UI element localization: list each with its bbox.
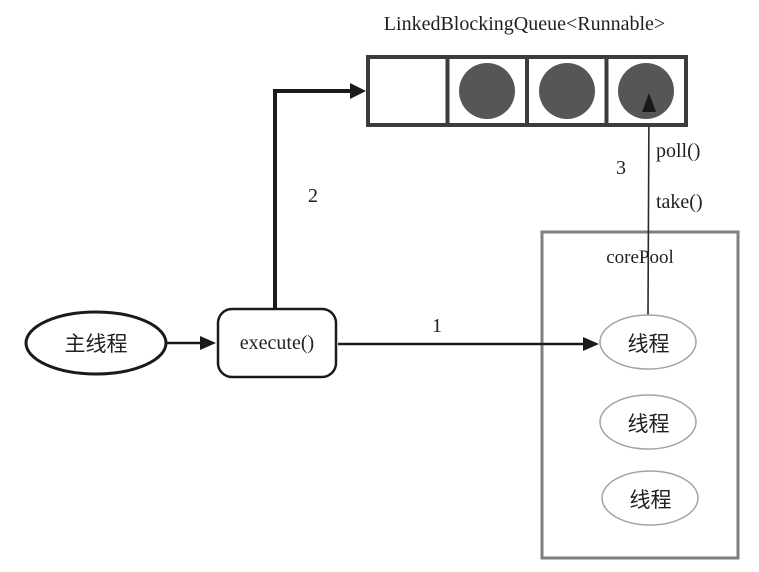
thread-label-2: 线程 <box>627 411 670 436</box>
arrow-3-line <box>647 99 650 316</box>
main-thread-ellipse <box>24 310 168 376</box>
poll-label: poll() <box>656 140 701 162</box>
core-pool-title: corePool <box>606 247 674 268</box>
arrow-1-head <box>583 337 599 351</box>
blocking-queue-box <box>366 55 688 127</box>
thread-ellipse-2 <box>599 394 697 450</box>
thread-label-1: 线程 <box>627 331 670 356</box>
queued-task-circle <box>618 63 674 119</box>
step-1-label: 1 <box>432 315 442 337</box>
take-label: take() <box>656 191 703 213</box>
queued-task-circle <box>539 63 595 119</box>
step-2-label: 2 <box>308 185 318 207</box>
arrow-2-head <box>350 83 366 99</box>
main-to-execute-arrow-head <box>200 336 216 350</box>
step-3-label: 3 <box>616 157 626 179</box>
arrow-2-line <box>273 89 354 309</box>
execute-box <box>216 307 338 379</box>
queued-task-circle <box>459 63 515 119</box>
arrow-3-head <box>642 93 656 112</box>
thread-ellipse-3 <box>601 470 699 526</box>
main-thread-label: 主线程 <box>64 332 128 356</box>
thread-ellipse-1 <box>599 314 697 370</box>
execute-label: execute() <box>239 331 315 354</box>
queue-title: LinkedBlockingQueue<Runnable> <box>383 13 666 35</box>
thread-label-3: 线程 <box>629 487 672 512</box>
